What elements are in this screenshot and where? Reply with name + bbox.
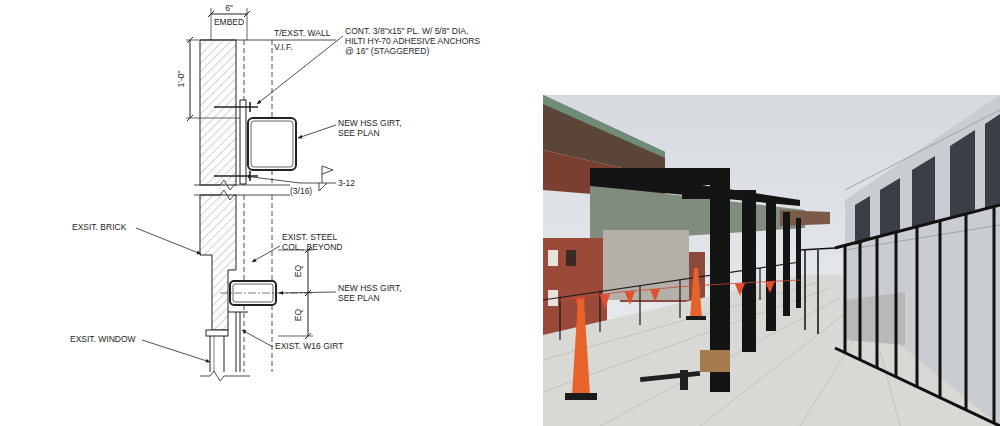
label-holder: EQ xyxy=(293,309,303,321)
label-holder: EXIST. STEEL COL., BEYOND xyxy=(282,232,348,252)
callout-note: CONT. 3/8"x15" PL. W/ 5/8" DIA. HILTI HY… xyxy=(345,26,487,57)
callout-note: EXSIT. WINDOW xyxy=(70,334,136,344)
label-holder: V.I.F. xyxy=(274,42,293,52)
label-holder: EMBED xyxy=(214,17,244,27)
level-label: T/EXST. WALL xyxy=(274,28,330,38)
dimension-text: 6" xyxy=(225,3,233,13)
dimension-text: EQ xyxy=(293,309,303,321)
weld-length: 3-12 xyxy=(338,178,355,188)
site-photo xyxy=(543,95,1000,426)
dimension-text: EQ xyxy=(293,265,303,277)
callout-note: EXSIT. BRICK xyxy=(72,222,126,232)
callout-note: EXIST. W16 GIRT xyxy=(275,341,343,351)
label-holder: NEW HSS GIRT, SEE PLAN xyxy=(338,118,410,138)
level-note: V.I.F. xyxy=(274,42,293,52)
label-holder: 1'-0" xyxy=(176,71,186,88)
weld-size: (3/16) xyxy=(290,186,312,196)
callout-note: NEW HSS GIRT, SEE PLAN xyxy=(338,283,410,303)
label-holder: (3/16) xyxy=(290,186,312,196)
dimension-text: EMBED xyxy=(214,17,244,27)
label-holder: EQ xyxy=(293,265,303,277)
label-holder: EXSIT. WINDOW xyxy=(70,334,136,344)
label-holder: NEW HSS GIRT, SEE PLAN xyxy=(338,283,410,303)
label-holder: 6" xyxy=(225,3,233,13)
label-holder: EXIST. W16 GIRT xyxy=(275,341,343,351)
label-holder: CONT. 3/8"x15" PL. W/ 5/8" DIA. HILTI HY… xyxy=(345,26,487,57)
section-detail xyxy=(136,8,343,381)
label-holder: EXSIT. BRICK xyxy=(72,222,126,232)
label-holder: 3-12 xyxy=(338,178,355,188)
callout-note: EXIST. STEEL COL., BEYOND xyxy=(282,232,348,252)
dimension-text: 1'-0" xyxy=(176,71,186,88)
callout-note: NEW HSS GIRT, SEE PLAN xyxy=(338,118,410,138)
label-holder: T/EXST. WALL xyxy=(274,28,330,38)
